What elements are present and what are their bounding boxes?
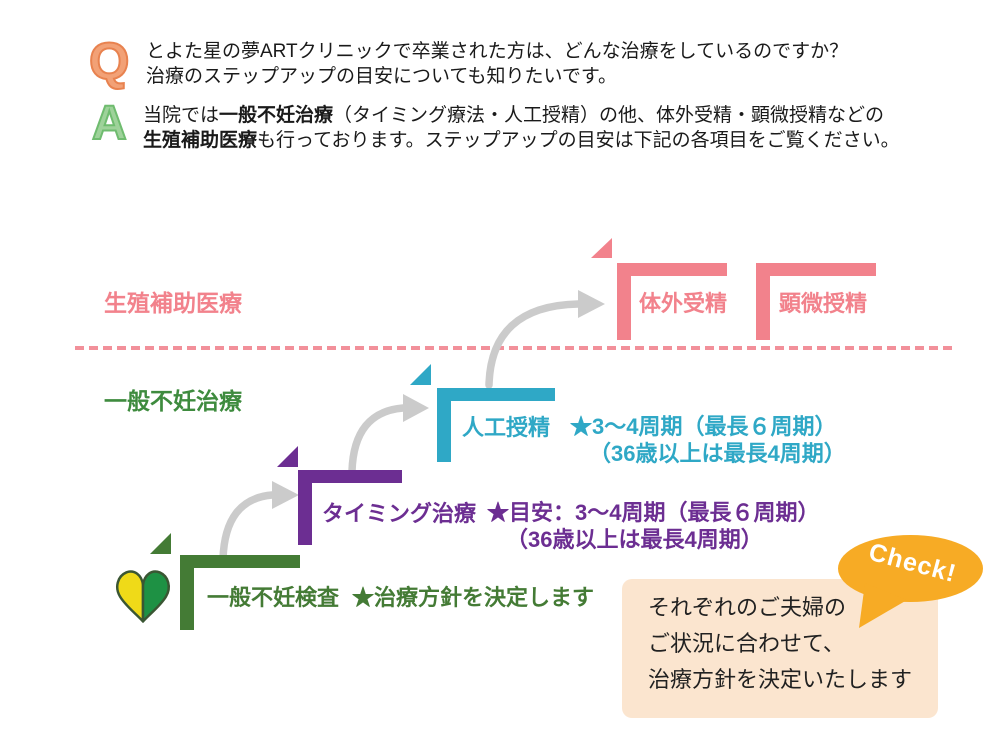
step-triangle [277,446,298,467]
info-box-line-1: それぞれのご夫婦の [648,595,847,620]
step-triangle [410,364,431,385]
question-icon: Q [88,33,130,91]
answer-line-1: 当院では一般不妊治療（タイミング療法・人工授精）の他、体外受精・顕微授精などの [143,105,885,126]
check-bubble [838,535,983,602]
step-triangle [591,238,612,258]
curved-arrow-icon [348,394,429,475]
step-label: 体外受精 [639,291,728,316]
category-divider [75,346,955,350]
step-note: ★治療方針を決定します [352,585,595,610]
curved-arrow-icon [219,481,299,563]
info-box-line-2: ご状況に合わせて、 [648,631,845,656]
step-triangle [150,533,171,554]
answer-text: 当院では一般不妊治療（タイミング療法・人工授精）の他、体外受精・顕微授精などの … [143,103,900,153]
step-bracket [180,555,300,630]
step-note: （36歳以上は最長4周期） [589,441,846,466]
info-box-text: それぞれのご夫婦の ご状況に合わせて、 治療方針を決定いたします [648,590,912,698]
step-label: タイミング治療 [322,501,477,526]
question-line-1: とよた星の夢ARTクリニックで卒業された方は、どんな治療をしているのですか？ [146,41,849,62]
step-bracket [437,388,555,462]
step-label: 顕微授精 [779,291,868,316]
step-label: 人工授精 [462,415,551,440]
category-label-general: 一般不妊治療 [104,388,242,414]
check-bubble-tail [859,583,907,628]
curved-arrow-icon [485,290,605,389]
step-note: ★3～4周期（最長６周期） [570,414,837,439]
answer-icon: A [91,97,128,150]
heart-icon [116,570,170,623]
info-box-line-3: 治療方針を決定いたします [648,667,913,692]
step-label: 一般不妊検査 [207,585,340,610]
answer-line-2: 生殖補助医療も行っております。ステップアップの目安は下記の各項目をご覧ください。 [143,130,900,151]
step-bracket [756,263,876,340]
question-text: とよた星の夢ARTクリニックで卒業された方は、どんな治療をしているのですか？ 治… [146,39,848,89]
step-note: （36歳以上は最長4周期） [506,527,763,552]
question-line-2: 治療のステップアップの目安についても知りたいです。 [146,66,618,87]
step-bracket [298,470,402,545]
step-bracket [617,263,727,340]
category-label-art: 生殖補助医療 [104,290,242,316]
step-note: ★目安：3～4周期（最長６周期） [487,500,820,525]
